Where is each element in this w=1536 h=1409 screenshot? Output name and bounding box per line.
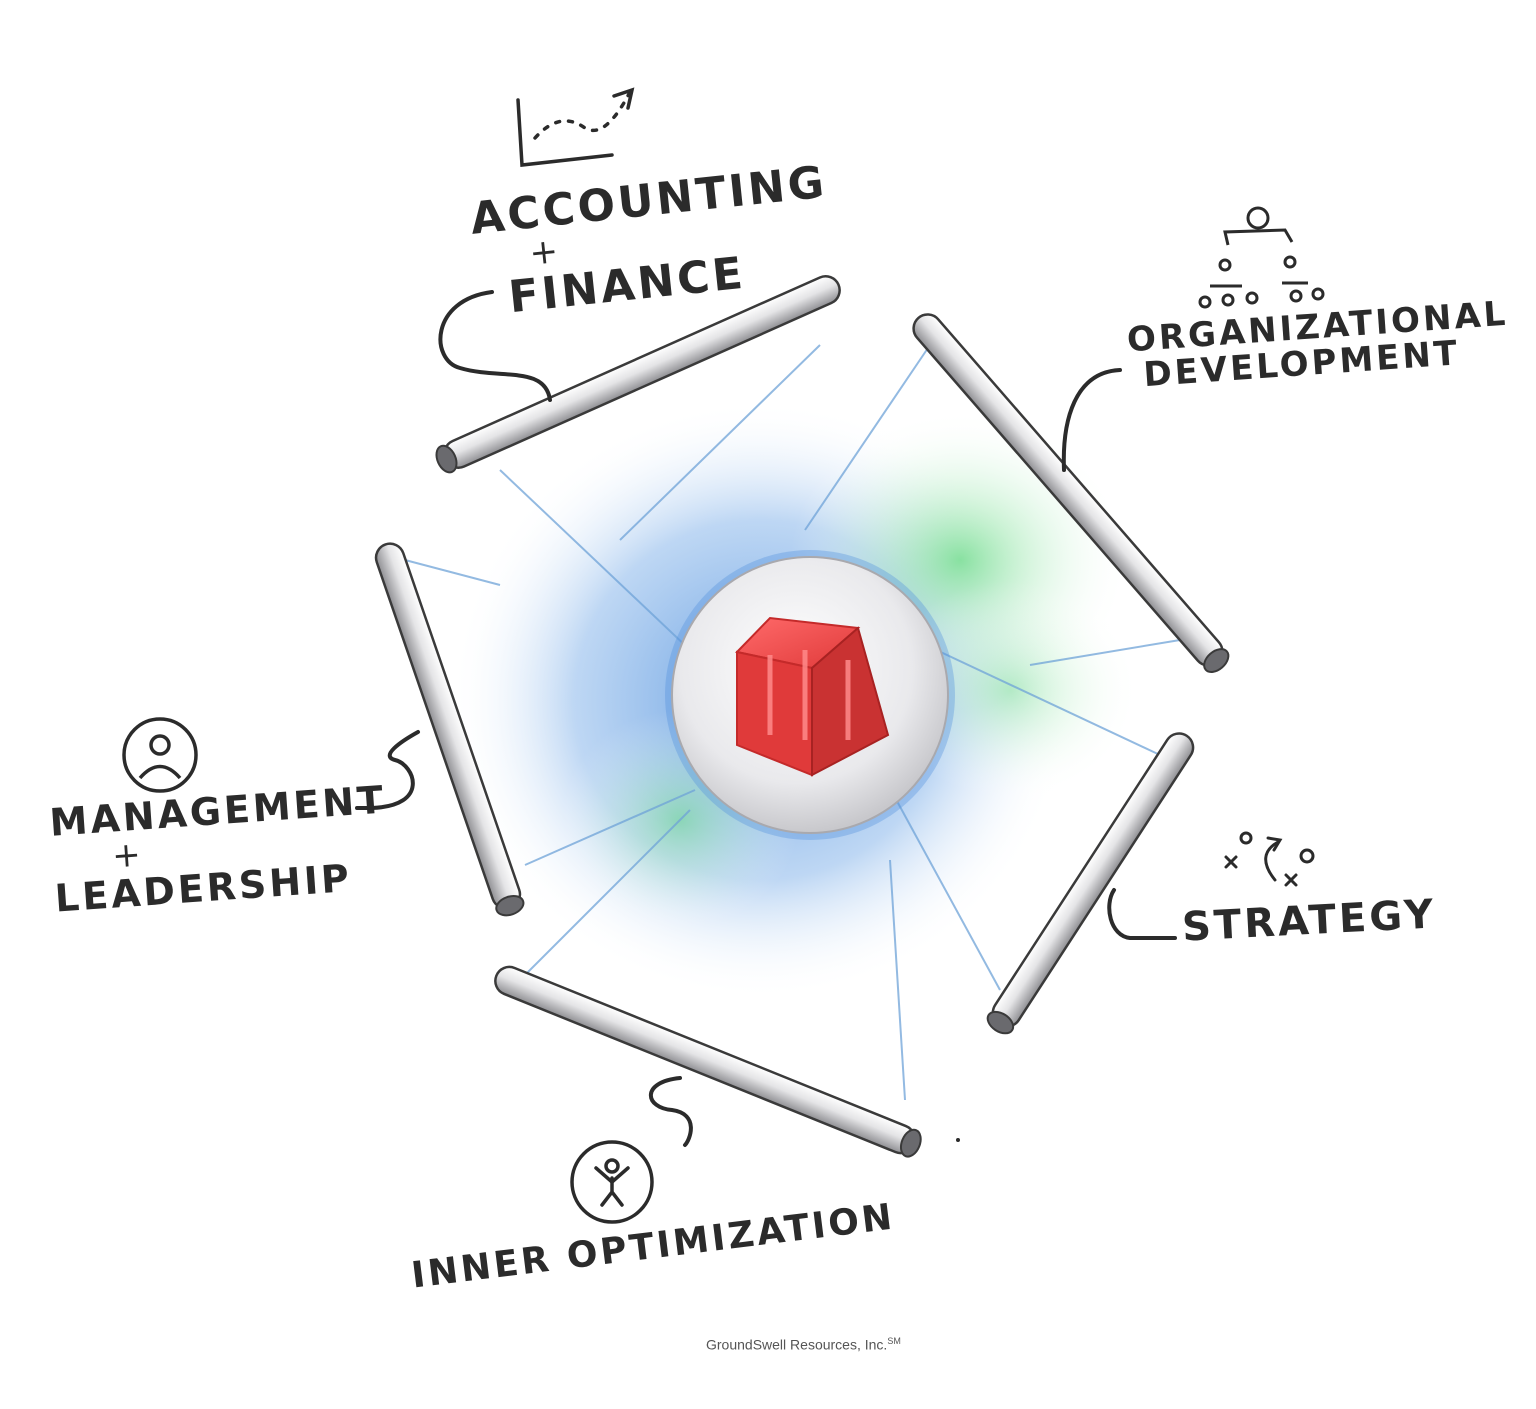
- person-circle-icon: [122, 717, 198, 793]
- credit-line: GroundSwell Resources, Inc.SM: [706, 1336, 901, 1353]
- label-management-leadership: MANAGEMENT + LEADERSHIP: [48, 777, 392, 920]
- red-cube-icon: [735, 616, 890, 777]
- connector-lines: [404, 344, 1181, 1101]
- rod-accounting: [435, 274, 841, 474]
- end-dot: [956, 1138, 960, 1142]
- trend-chart-icon: [516, 87, 635, 167]
- credit-mark: SM: [887, 1336, 901, 1346]
- rod-inner: [494, 965, 922, 1158]
- rod-strategy: [986, 732, 1195, 1035]
- credit-company: GroundSwell Resources, Inc.: [706, 1336, 888, 1353]
- figure-circle-icon: [570, 1140, 654, 1224]
- leader-lines: [355, 290, 1177, 1147]
- org-chart-icon: [1198, 206, 1325, 309]
- play-diagram-icon: [1224, 831, 1315, 887]
- rod-organizational: [912, 313, 1230, 673]
- rod-management: [374, 542, 525, 917]
